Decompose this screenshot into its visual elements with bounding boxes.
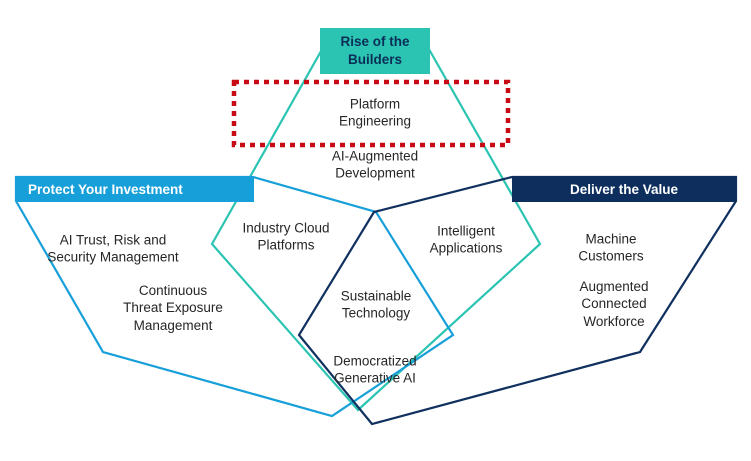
- navy-shard-outline: [297, 175, 738, 426]
- label-democratized-generative-ai: Democratized Generative AI: [333, 353, 417, 386]
- apex-title-label: Rise of the Builders: [340, 34, 410, 67]
- apex-title-box: Rise of the Builders: [320, 28, 430, 74]
- label-ai-trust-risk-security: AI Trust, Risk and Security Management: [47, 232, 179, 265]
- right-theme-header-label: Deliver the Value: [569, 181, 679, 197]
- label-industry-cloud-platforms: Industry Cloud Platforms: [242, 220, 330, 253]
- highlight-dotted-box: [231, 79, 511, 148]
- label-machine-customers: Machine Customers: [578, 231, 644, 264]
- label-augmented-connected-workforce: Augmented Connected Workforce: [579, 279, 649, 329]
- label-continuous-threat-exposure: Continuous Threat Exposure Management: [123, 283, 223, 333]
- left-theme-header-label: Protect Your Investment: [28, 181, 183, 197]
- blue-shard-outline: [14, 175, 455, 418]
- right-theme-header: Deliver the Value: [512, 176, 736, 202]
- label-ai-augmented-development: AI-Augmented Development: [331, 148, 419, 181]
- left-theme-header: Protect Your Investment: [16, 176, 254, 202]
- label-intelligent-applications: Intelligent Applications: [429, 223, 503, 256]
- label-platform-engineering: Platform Engineering: [338, 96, 412, 129]
- label-sustainable-technology: Sustainable Technology: [340, 288, 412, 321]
